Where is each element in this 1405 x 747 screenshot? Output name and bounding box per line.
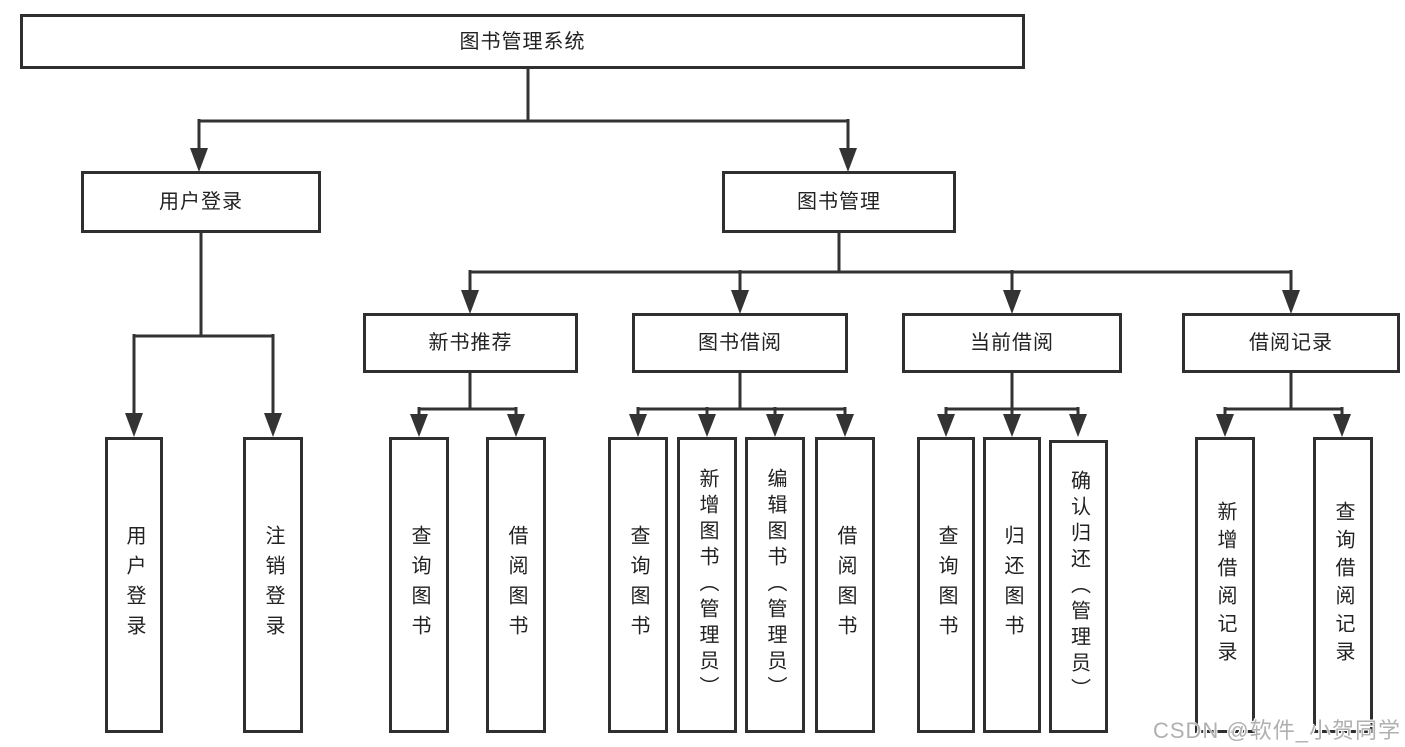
node-current-borrow: 当前借阅 (902, 313, 1122, 373)
leaf-cb-return-books: 归还图书 (983, 437, 1041, 733)
edge-new-book-rec-to-leaves (410, 373, 525, 437)
leaf-logout: 注销登录 (243, 437, 303, 733)
leaf-nbr-borrow-books: 借阅图书 (486, 437, 546, 733)
leaf-user-login: 用户登录 (105, 437, 163, 733)
node-book-mgmt: 图书管理 (722, 171, 956, 233)
node-root: 图书管理系统 (20, 14, 1025, 69)
leaf-bb-query-books: 查询图书 (608, 437, 668, 733)
leaf-nbr-query-books: 查询图书 (389, 437, 449, 733)
leaf-bb-add-books: 新增图书（管理员） (677, 437, 737, 733)
edge-user-login-to-leaves (125, 233, 282, 437)
node-book-borrow: 图书借阅 (632, 313, 848, 373)
leaf-br-query-record: 查询借阅记录 (1313, 437, 1373, 733)
leaf-bb-edit-books: 编辑图书（管理员） (745, 437, 805, 733)
node-new-book-rec: 新书推荐 (363, 313, 578, 373)
edge-current-borrow-to-leaves (937, 373, 1087, 437)
edge-root-to-level2 (190, 69, 857, 172)
leaf-cb-query-books: 查询图书 (917, 437, 975, 733)
watermark: CSDN @软件_小贺同学 (1152, 718, 1401, 743)
edge-borrow-records-to-leaves (1216, 373, 1351, 437)
leaf-br-add-record: 新增借阅记录 (1195, 437, 1255, 733)
edge-book-mgmt-to-level3 (461, 233, 1300, 314)
edge-book-borrow-to-leaves (629, 373, 854, 437)
node-user-login: 用户登录 (81, 171, 321, 233)
leaf-bb-borrow-books: 借阅图书 (815, 437, 875, 733)
node-borrow-records: 借阅记录 (1182, 313, 1400, 373)
leaf-cb-confirm-return: 确认归还（管理员） (1049, 440, 1108, 733)
